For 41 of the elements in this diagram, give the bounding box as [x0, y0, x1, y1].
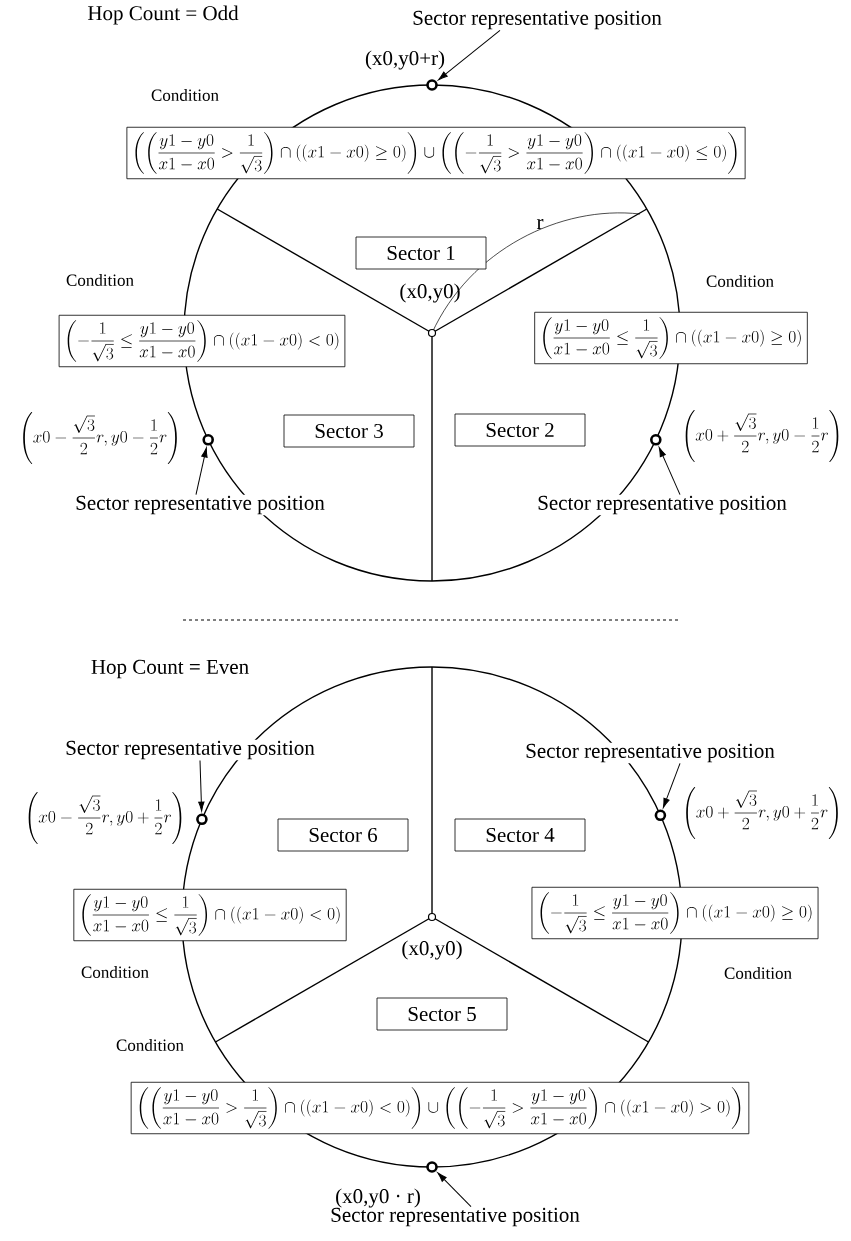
- condition-box: $\left(\frac{y1-y0}{x1-x0}\leq\frac{1}{\sqrt{3}}\right)\cap\left(\left(x1-x0\right)<0\right)$: [73, 888, 347, 942]
- condition-box: $\left(\frac{y1-y0}{x1-x0}\leq\frac{1}{\sqrt{3}}\right)\cap\left(\left(x1-x0\right)\geq 0\right)$: [534, 311, 808, 365]
- arrow: [662, 762, 681, 808]
- coordinate-label: (x0,y0): [402, 940, 462, 960]
- condition-label: Condition: [151, 89, 219, 101]
- condition-box: $\left(\left(\frac{y1-y0}{x1-x0}>\frac{1}{\sqrt{3}}\right)\cap\left(\left(x1-x0\right)\geq 0\right)\right)\cup\left(\left(-\frac{1}{\sqrt{3}}>\frac{y1-y0}{x1-x0}\right)\cap\left(\left(x1-x0\right)\leq 0\right)\right)$: [126, 126, 746, 180]
- sector-box: Sector 4: [454, 818, 586, 852]
- coordinate-label: (x0,y0): [400, 283, 460, 303]
- annotation-text: Sector representative position: [74, 494, 326, 516]
- radius-label: r: [536, 219, 544, 229]
- sector-box: Sector 6: [277, 818, 409, 852]
- coordinate-formula: $\left(x0+\frac{\sqrt{3}}{2}r, y0+\frac{1}{2}r\right)$: [686, 787, 838, 839]
- condition-label: Condition: [66, 274, 134, 286]
- heading: Hop Count = Odd: [88, 5, 239, 25]
- condition-label: Condition: [116, 1039, 184, 1051]
- coordinate-formula: $\left(x0+\frac{\sqrt{3}}{2}r, y0-\frac{1}{2}r\right)$: [685, 410, 839, 462]
- annotation-text: Sector representative position: [536, 494, 788, 516]
- annotation-text: Sector representative position: [411, 9, 663, 31]
- arrow: [437, 1172, 472, 1208]
- heading: Hop Count = Even: [91, 659, 249, 679]
- arrow: [438, 29, 501, 81]
- sector-box: Sector 5: [376, 997, 508, 1031]
- condition-box: $\left(-\frac{1}{\sqrt{3}}\leq\frac{y1-y0}{x1-x0}\right)\cap\left(\left(x1-x0\right)\geq 0\right)$: [531, 886, 819, 940]
- coordinate-formula: $\left(x0-\frac{\sqrt{3}}{2}r, y0+\frac{1}{2}r\right)$: [28, 792, 182, 844]
- arrow: [198, 759, 205, 812]
- annotation-text: Sector representative position: [64, 739, 316, 761]
- arrow: [195, 447, 208, 496]
- condition-label: Condition: [724, 967, 792, 979]
- sector-box: Sector 3: [283, 414, 415, 448]
- annotation-text: Sector representative position: [524, 742, 776, 764]
- sector-box: Sector 2: [454, 413, 586, 447]
- condition-label: Condition: [81, 966, 149, 978]
- arrow: [658, 447, 681, 496]
- coordinate-label: (x0,y0 · r): [336, 1188, 420, 1208]
- annotation-text: Sector representative position: [329, 1206, 581, 1228]
- coordinate-formula: $\left(x0-\frac{\sqrt{3}}{2}r, y0-\frac{1}{2}r\right)$: [23, 412, 177, 464]
- condition-box: $\left(-\frac{1}{\sqrt{3}}\leq\frac{y1-y0}{x1-x0}\right)\cap\left(\left(x1-x0\right)<0\right)$: [58, 314, 346, 368]
- condition-box: $\left(\left(\frac{y1-y0}{x1-x0}>\frac{1}{\sqrt{3}}\right)\cap\left(\left(x1-x0\right)<0\right)\right)\cup\left(\left(-\frac{1}{\sqrt{3}}>\frac{y1-y0}{x1-x0}\right)\cap\left(\left(x1-x0\right)>0\right)\right)$: [130, 1081, 750, 1135]
- sector-box: Sector 1: [355, 236, 487, 270]
- coordinate-label: (x0,y0+r): [365, 50, 445, 70]
- condition-label: Condition: [706, 275, 774, 287]
